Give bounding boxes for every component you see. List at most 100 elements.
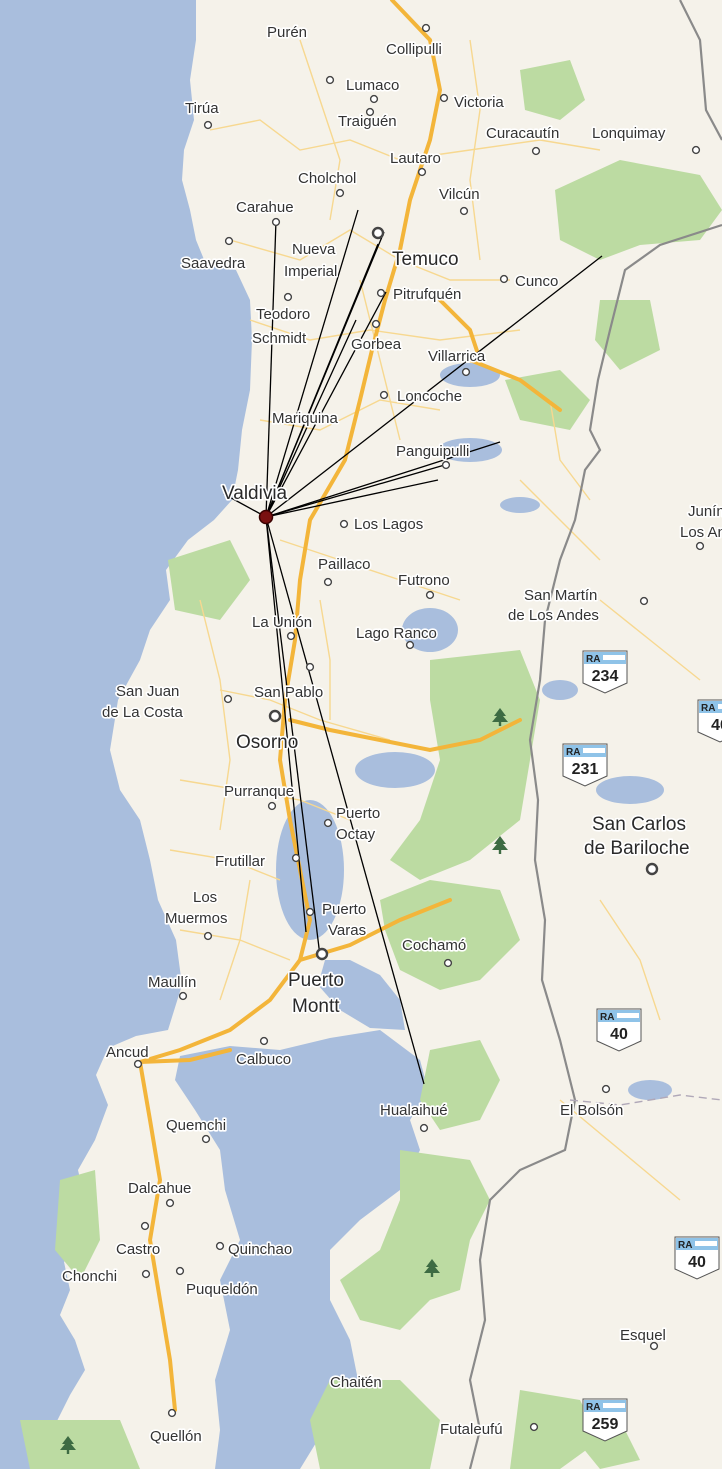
town-dot[interactable] — [325, 75, 335, 85]
place-label-victoria[interactable]: Victoria — [452, 92, 506, 112]
town-dot[interactable] — [376, 288, 386, 298]
town-dot[interactable] — [323, 577, 333, 587]
town-dot[interactable] — [215, 1241, 225, 1251]
town-dot[interactable] — [203, 120, 213, 130]
place-label-puertovaras2[interactable]: Varas — [326, 920, 367, 940]
place-label-lonquimay[interactable]: Lonquimay — [590, 123, 667, 143]
town-dot[interactable] — [291, 853, 301, 863]
town-dot[interactable] — [649, 1341, 659, 1351]
place-label-futrono[interactable]: Futrono — [396, 570, 451, 590]
place-label-ancud[interactable]: Ancud — [104, 1042, 150, 1062]
place-label-sanpablo[interactable]: San Pablo — [252, 682, 324, 702]
town-dot[interactable] — [339, 519, 349, 529]
town-dot[interactable] — [201, 1134, 211, 1144]
place-label-launion[interactable]: La Unión — [250, 612, 313, 632]
town-dot[interactable] — [167, 1408, 177, 1418]
place-label-cholchol[interactable]: Cholchol — [296, 168, 358, 188]
city-dot[interactable] — [315, 947, 329, 961]
place-label-dalcahue[interactable]: Dalcahue — [126, 1178, 193, 1198]
town-dot[interactable] — [459, 206, 469, 216]
town-dot[interactable] — [178, 991, 188, 1001]
city-dot[interactable] — [268, 709, 282, 723]
place-label-cochamo[interactable]: Cochamó — [400, 935, 467, 955]
town-dot[interactable] — [421, 23, 431, 33]
place-label-paillaco[interactable]: Paillaco — [316, 554, 372, 574]
place-label-sanjuan1[interactable]: San Juan — [114, 681, 181, 701]
town-dot[interactable] — [203, 931, 213, 941]
place-label-schmidt[interactable]: Schmidt — [250, 328, 308, 348]
place-label-esquel[interactable]: Esquel — [618, 1325, 667, 1345]
town-dot[interactable] — [141, 1269, 151, 1279]
town-dot[interactable] — [224, 236, 234, 246]
town-dot[interactable] — [165, 1198, 175, 1208]
place-label-saavedra[interactable]: Saavedra — [179, 253, 247, 273]
place-label-osorno[interactable]: Osorno — [234, 730, 300, 754]
place-label-lagoranco[interactable]: Lago Ranco — [354, 623, 438, 643]
town-dot[interactable] — [267, 801, 277, 811]
town-dot[interactable] — [529, 1422, 539, 1432]
town-dot[interactable] — [441, 460, 451, 470]
town-dot[interactable] — [175, 1266, 185, 1276]
town-dot[interactable] — [695, 541, 705, 551]
place-label-quinchao[interactable]: Quinchao — [226, 1239, 293, 1259]
town-dot[interactable] — [140, 1221, 150, 1231]
town-dot[interactable] — [379, 390, 389, 400]
place-label-sanmartin2[interactable]: de Los Andes — [506, 605, 600, 625]
place-label-puertomontt2[interactable]: Montt — [290, 994, 341, 1018]
place-label-maullin[interactable]: Maullín — [146, 972, 198, 992]
place-label-puertovaras1[interactable]: Puerto — [320, 899, 367, 919]
town-dot[interactable] — [601, 1084, 611, 1094]
place-label-puertooctay2[interactable]: Octay — [334, 824, 377, 844]
town-dot[interactable] — [361, 1376, 371, 1386]
place-label-loncoche[interactable]: Loncoche — [395, 386, 463, 406]
place-label-sanjuan2[interactable]: de La Costa — [100, 702, 185, 722]
place-label-valdivia[interactable]: Valdivia — [220, 481, 289, 505]
place-label-calbuco[interactable]: Calbuco — [234, 1049, 292, 1069]
place-label-puren[interactable]: Purén — [265, 22, 308, 42]
town-dot[interactable] — [691, 145, 701, 155]
place-label-purranque[interactable]: Purranque — [222, 781, 295, 801]
place-label-lumaco[interactable]: Lumaco — [344, 75, 401, 95]
place-label-losmuermos2[interactable]: Muermos — [163, 908, 229, 928]
town-dot[interactable] — [271, 217, 281, 227]
town-dot[interactable] — [405, 640, 415, 650]
town-dot[interactable] — [305, 907, 315, 917]
place-label-chonchi[interactable]: Chonchi — [60, 1266, 118, 1286]
place-label-carahue[interactable]: Carahue — [234, 197, 295, 217]
town-dot[interactable] — [425, 590, 435, 600]
town-dot[interactable] — [443, 958, 453, 968]
place-label-puqueldon[interactable]: Puqueldón — [184, 1279, 259, 1299]
place-label-loslagos[interactable]: Los Lagos — [352, 514, 424, 534]
place-label-elbolson[interactable]: El Bolsón — [558, 1100, 625, 1120]
place-label-junin1[interactable]: Junín d — [686, 501, 722, 521]
place-label-losmuermos1[interactable]: Los — [191, 887, 218, 907]
place-label-temuco[interactable]: Temuco — [390, 247, 460, 271]
place-label-nueva[interactable]: Nueva — [290, 239, 337, 259]
place-label-puertomontt1[interactable]: Puerto — [286, 968, 345, 992]
town-dot[interactable] — [419, 1123, 429, 1133]
place-label-lautaro[interactable]: Lautaro — [388, 148, 442, 168]
place-label-imperial[interactable]: Imperial — [282, 261, 339, 281]
town-dot[interactable] — [417, 167, 427, 177]
town-dot[interactable] — [639, 596, 649, 606]
place-label-cunco[interactable]: Cunco — [513, 271, 560, 291]
town-dot[interactable] — [223, 694, 233, 704]
place-label-junin2[interactable]: Los And — [678, 522, 722, 542]
place-label-panguipulli[interactable]: Panguipulli — [394, 441, 471, 461]
place-label-bariloche1[interactable]: San Carlos — [590, 812, 687, 836]
town-dot[interactable] — [305, 662, 315, 672]
town-dot[interactable] — [259, 1036, 269, 1046]
place-label-puertooctay1[interactable]: Puerto — [334, 803, 381, 823]
place-label-sanmartin1[interactable]: San Martín — [522, 585, 599, 605]
place-label-bariloche2[interactable]: de Bariloche — [582, 836, 691, 860]
town-dot[interactable] — [323, 818, 333, 828]
place-label-collipulli[interactable]: Collipulli — [384, 39, 443, 59]
town-dot[interactable] — [531, 146, 541, 156]
place-label-curacautin[interactable]: Curacautín — [484, 123, 561, 143]
